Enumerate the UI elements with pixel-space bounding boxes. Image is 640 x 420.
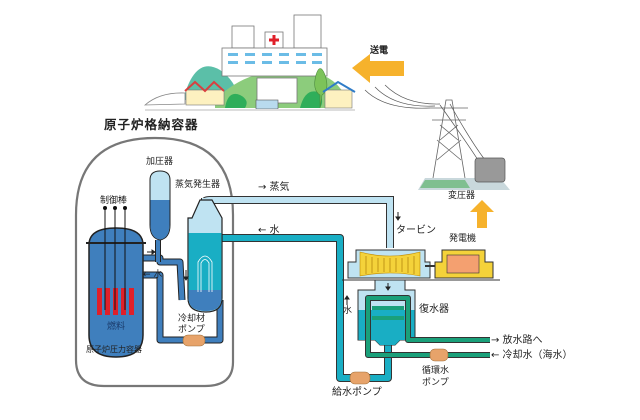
transmission-arrow: [352, 54, 404, 83]
house-roof: [184, 80, 225, 93]
steam-generator: [187, 199, 223, 313]
circulation-pump-label-2: ポンプ: [422, 378, 449, 388]
water-up-label: 水: [343, 306, 353, 316]
truck: [255, 99, 279, 110]
hospital: [221, 47, 328, 77]
turbine-label: タービン: [396, 225, 436, 236]
cooling-water-label: ← 冷却水（海水）: [491, 350, 573, 361]
pressurizer: [149, 170, 171, 262]
steam-label: → 蒸気: [258, 182, 290, 193]
bush: [225, 93, 247, 108]
feedwater-pump: [349, 371, 371, 385]
cooling-water-loop: [365, 295, 490, 358]
feedwater-pipe: [220, 234, 392, 382]
coolant-pump-label-2: ポンプ: [178, 325, 205, 335]
u-tubes: [197, 255, 213, 292]
power-lines: [364, 84, 486, 161]
containment-label: 原子炉格納容器: [104, 117, 199, 132]
transmission-tower: [430, 99, 468, 179]
transformer: [474, 157, 506, 183]
bush: [300, 91, 323, 108]
condenser-label: 復水器: [419, 304, 449, 315]
control-rods-label: 制御棒: [100, 196, 128, 206]
house-roof: [322, 80, 356, 93]
generator: [434, 249, 494, 279]
fuel-label: 燃料: [107, 322, 126, 332]
generator-label: 発電機: [449, 234, 477, 244]
building: [293, 14, 322, 49]
coolant-pump-label-1: 冷却材: [178, 314, 206, 324]
circulation-pump: [429, 348, 449, 362]
bullet-train: [143, 92, 186, 106]
water-label: ← 水: [258, 225, 280, 236]
up-arrow-to-transformer: [470, 200, 494, 228]
water-inner-label: ← 水: [143, 270, 163, 280]
coolant-pump: [182, 334, 206, 347]
reactor-pressure-vessel: [86, 206, 146, 358]
containment-vessel: [74, 136, 235, 388]
substation-grass: [420, 180, 470, 188]
building: [231, 25, 255, 49]
red-cross-icon: [269, 35, 279, 45]
control-rods: [103, 206, 127, 310]
circulation-pump-label-1: 循環水: [422, 366, 450, 376]
flow-arrows: [147, 212, 401, 305]
building: [256, 77, 298, 104]
pressurizer-label: 加圧器: [146, 157, 174, 167]
steam-generator-label: 蒸気発生器: [175, 180, 221, 190]
transmission-label: 送電: [370, 46, 389, 56]
town-illustration: [143, 14, 356, 111]
transformer-label: 変圧器: [448, 191, 476, 201]
house: [324, 89, 353, 109]
feedwater-pump-label: 給水ポンプ: [332, 387, 382, 398]
pressure-vessel-label: 原子炉圧力容器: [86, 345, 142, 354]
turbine: [342, 249, 500, 281]
discharge-label: → 放水路へ: [491, 335, 543, 346]
